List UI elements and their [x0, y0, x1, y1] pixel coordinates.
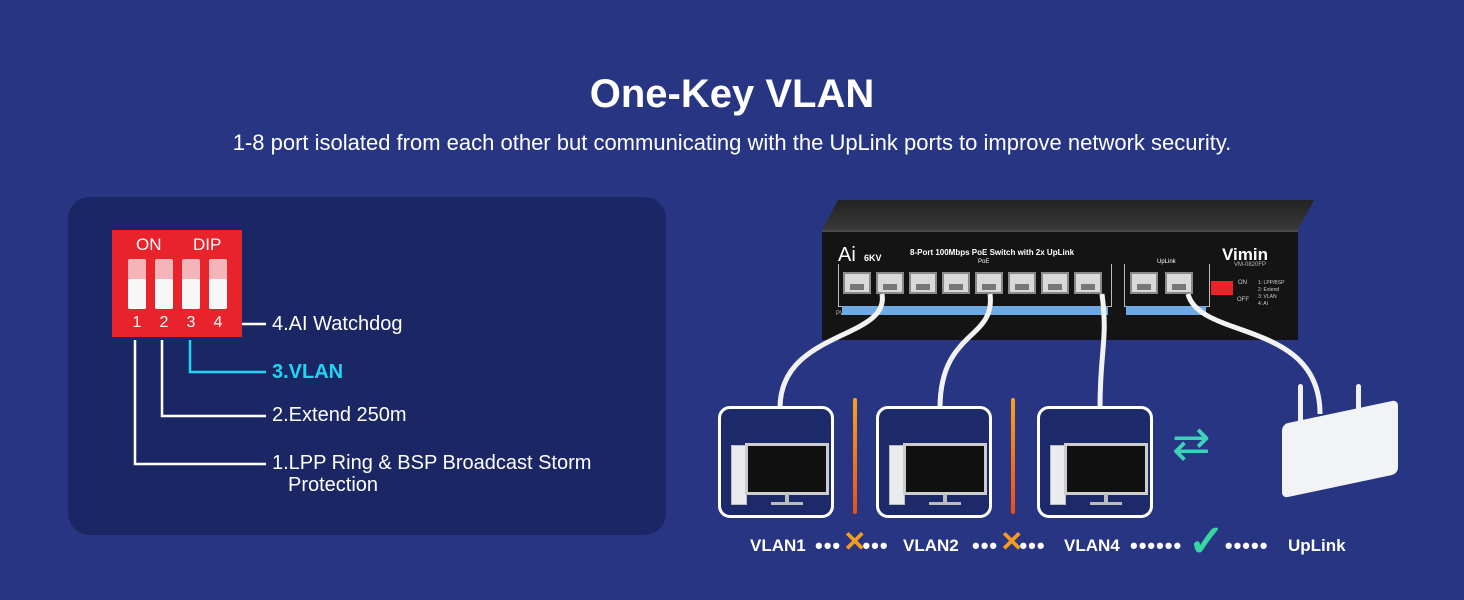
poe-port-6 — [1008, 272, 1036, 294]
option-vlan: 3.VLAN — [272, 361, 344, 383]
switch-legend-4: 4: AI — [1258, 301, 1269, 307]
switch-legend-1: 1: LPP/BSP — [1258, 280, 1285, 286]
label-vlan4: VLAN4 — [1064, 536, 1120, 555]
poe-port-5 — [975, 272, 1003, 294]
uplink-led-bar — [1126, 306, 1206, 315]
poe-port-2 — [876, 272, 904, 294]
isolation-divider-2 — [1011, 398, 1015, 514]
poe-port-7 — [1041, 272, 1069, 294]
connector-dots-3: •••••• ••••• — [1130, 533, 1269, 558]
switch-6kv-label: 6KV — [864, 253, 882, 263]
option-ai-watchdog: 4.AI Watchdog — [272, 313, 403, 335]
dip-number-4: 4 — [213, 314, 223, 331]
option-lpp-line2: Protection — [288, 474, 379, 496]
blocked-x-icon-2: ✕ — [1000, 526, 1024, 557]
switch-legend-2: 2: Extend — [1258, 287, 1280, 293]
dip-number-2: 2 — [159, 314, 169, 331]
switch-model-text: 8-Port 100Mbps PoE Switch with 2x UpLink — [910, 248, 1075, 257]
switch-top-face — [822, 200, 1314, 230]
uplink-port-2 — [1165, 272, 1193, 294]
dip-toggle-1 — [128, 259, 146, 309]
label-uplink: UpLink — [1288, 536, 1346, 555]
allowed-check-icon: ✓ — [1188, 517, 1225, 566]
uplink-port-1 — [1130, 272, 1158, 294]
switch-poe-label: PoE — [978, 259, 990, 265]
dip-toggle-2 — [155, 259, 173, 309]
option-extend: 2.Extend 250m — [272, 404, 407, 426]
option-lpp-line1: 1.LPP Ring & BSP Broadcast Storm — [272, 452, 592, 474]
switch-uplink-label: UpLink — [1157, 259, 1176, 265]
switch-part-number: VM-0820FP — [1234, 262, 1267, 268]
dip-number-3: 3 — [186, 314, 196, 331]
sync-arrows-icon: ⇄ — [1172, 417, 1211, 469]
pc-vlan1 — [718, 406, 834, 518]
switch-mini-dip — [1211, 281, 1233, 295]
switch-dip-legend: 1: LPP/BSP 2: Extend 3: VLAN 4: AI — [1258, 280, 1284, 308]
page-subtitle: 1-8 port isolated from each other but co… — [232, 130, 1232, 155]
label-vlan1: VLAN1 — [750, 536, 806, 555]
dip-toggle-4 — [209, 259, 227, 309]
poe-led-bar — [842, 306, 1108, 315]
dip-leader-lines — [133, 322, 266, 466]
page-title: One-Key VLAN — [589, 72, 875, 116]
poe-port-4 — [942, 272, 970, 294]
label-vlan2: VLAN2 — [903, 536, 959, 555]
router-antenna-left — [1298, 384, 1303, 434]
poe-port-3 — [909, 272, 937, 294]
switch-brand: Vimin — [1222, 245, 1268, 264]
switch-legend-3: 3: VLAN — [1258, 294, 1277, 300]
pc-vlan2 — [876, 406, 992, 518]
poe-port-8 — [1074, 272, 1102, 294]
dip-on-label: ON — [136, 235, 162, 254]
dip-dip-label: DIP — [193, 235, 222, 254]
dip-toggle-3 — [182, 259, 200, 309]
connector-dots-2: ••• ••• — [972, 533, 1046, 558]
poe-port-1 — [843, 272, 871, 294]
blocked-x-icon-1: ✕ — [843, 526, 867, 557]
switch-off-mark: OFF — [1237, 297, 1249, 303]
switch-ai-logo: Ai — [838, 244, 856, 266]
network-cables — [777, 293, 1323, 415]
switch-on-mark: ON — [1238, 280, 1247, 286]
dip-number-1: 1 — [132, 314, 142, 331]
connector-dots-1: ••• ••• — [815, 533, 889, 558]
pc-vlan4 — [1037, 406, 1153, 518]
isolation-divider-1 — [853, 398, 857, 514]
